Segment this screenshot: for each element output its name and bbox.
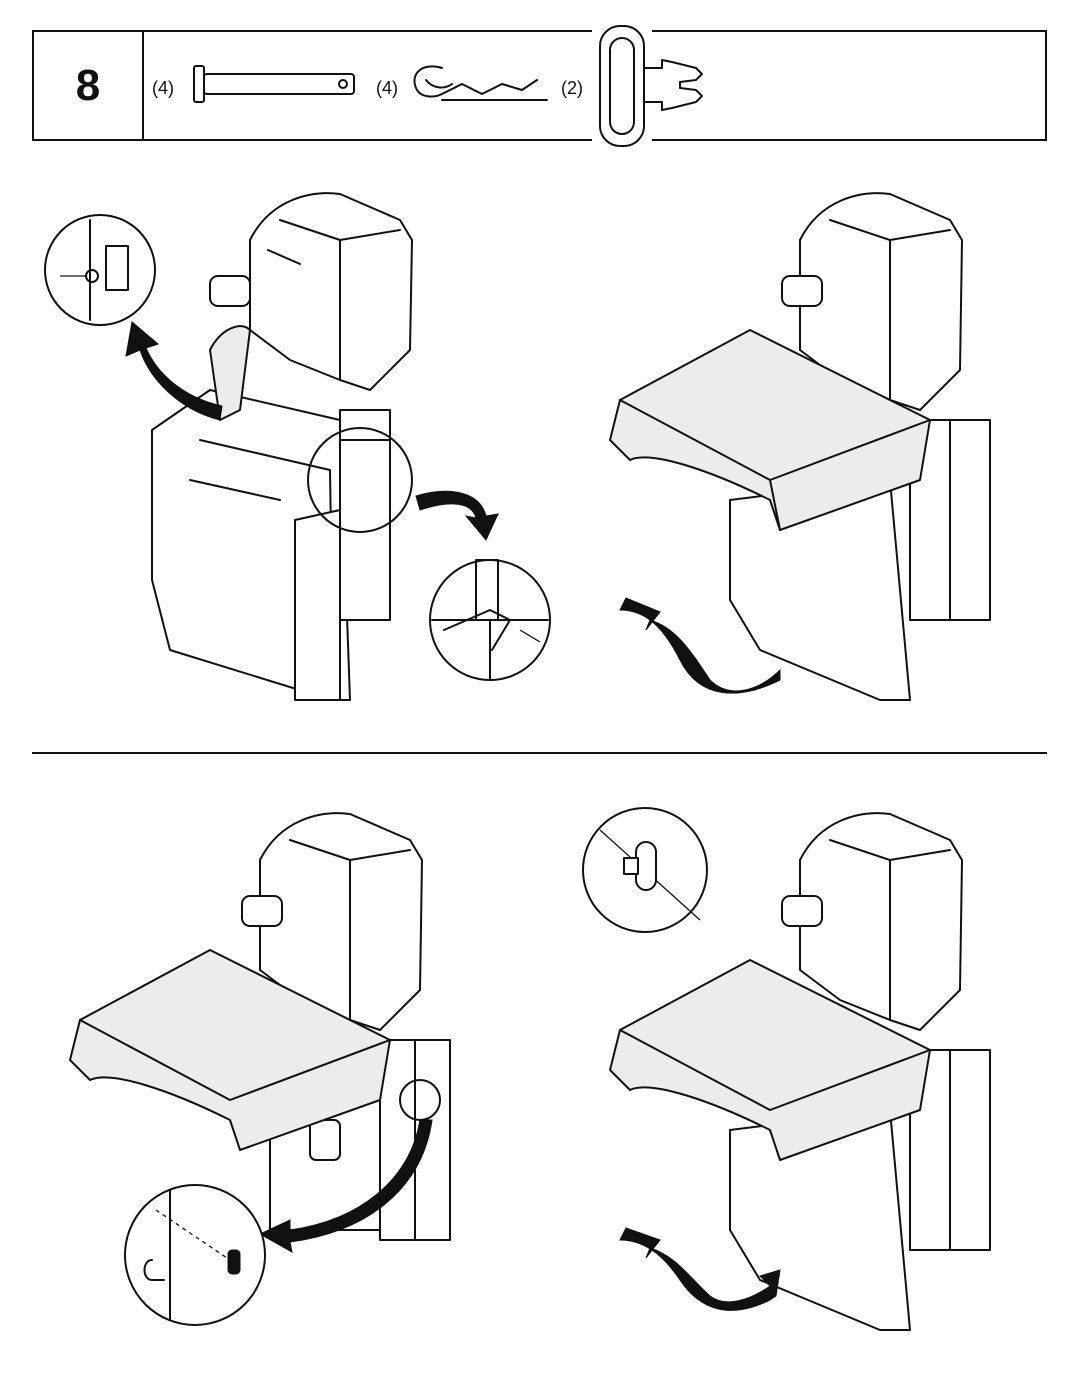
section-divider bbox=[32, 752, 1047, 754]
clevis-pin-quantity: (4) bbox=[152, 78, 174, 98]
illustration-seat-installed bbox=[582, 807, 991, 1331]
strap-buckle-icon bbox=[592, 22, 703, 150]
illustration-attach-buckle bbox=[69, 812, 451, 1326]
clevis-pin-icon bbox=[193, 65, 355, 103]
illustration-remove-pins bbox=[44, 192, 551, 701]
step-number-cell: 8 bbox=[34, 32, 144, 139]
hairpin-clip-icon bbox=[413, 65, 548, 101]
illustration-lower-seat bbox=[609, 192, 991, 701]
hairpin-clip-quantity: (4) bbox=[376, 78, 398, 98]
strap-buckle-quantity: (2) bbox=[561, 78, 583, 98]
step-number: 8 bbox=[75, 60, 101, 110]
parts-header: 8 bbox=[32, 30, 1047, 141]
